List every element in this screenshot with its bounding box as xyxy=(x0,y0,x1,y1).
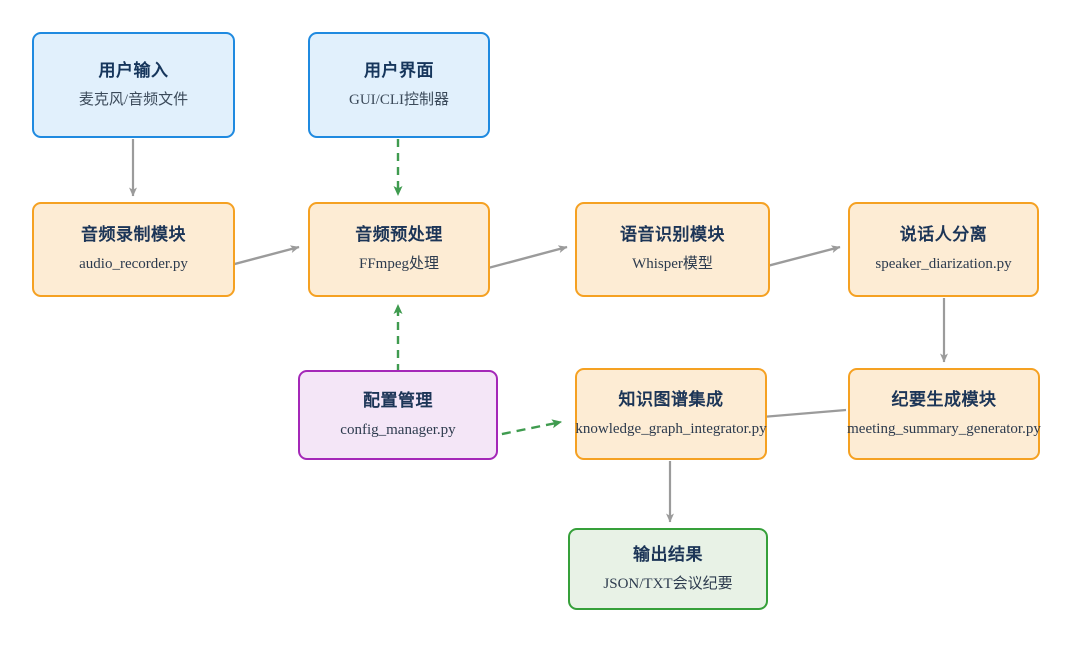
node-speaker-diarization[interactable]: 说话人分离 speaker_diarization.py xyxy=(848,202,1039,297)
node-title: 用户界面 xyxy=(364,60,434,80)
node-subtitle: config_manager.py xyxy=(340,421,456,438)
node-speech-recognition[interactable]: 语音识别模块 Whisper模型 xyxy=(575,202,770,297)
node-subtitle: audio_recorder.py xyxy=(79,256,188,273)
node-knowledge-graph[interactable]: 知识图谱集成 knowledge_graph_integrator.py xyxy=(575,368,767,460)
node-title: 音频录制模块 xyxy=(81,225,186,245)
node-title: 输出结果 xyxy=(633,544,703,564)
node-subtitle: GUI/CLI控制器 xyxy=(349,91,449,108)
node-subtitle: JSON/TXT会议纪要 xyxy=(603,575,733,592)
node-subtitle: knowledge_graph_integrator.py xyxy=(575,420,767,437)
node-user-interface[interactable]: 用户界面 GUI/CLI控制器 xyxy=(308,32,490,138)
node-title: 音频预处理 xyxy=(355,225,443,245)
node-user-input[interactable]: 用户输入 麦克风/音频文件 xyxy=(32,32,235,138)
node-subtitle: Whisper模型 xyxy=(632,256,713,273)
node-title: 纪要生成模块 xyxy=(891,389,997,409)
node-title: 知识图谱集成 xyxy=(618,389,724,409)
node-title: 语音识别模块 xyxy=(620,225,725,245)
node-output-result[interactable]: 输出结果 JSON/TXT会议纪要 xyxy=(568,528,768,610)
node-title: 用户输入 xyxy=(98,60,169,80)
node-title: 说话人分离 xyxy=(899,225,988,245)
node-subtitle: FFmpeg处理 xyxy=(358,256,439,273)
node-summary-generator[interactable]: 纪要生成模块 meeting_summary_generator.py xyxy=(847,368,1041,460)
node-audio-recorder[interactable]: 音频录制模块 audio_recorder.py xyxy=(32,202,235,297)
node-audio-preprocess[interactable]: 音频预处理 FFmpeg处理 xyxy=(308,202,490,297)
node-title: 配置管理 xyxy=(363,390,433,410)
node-subtitle: meeting_summary_generator.py xyxy=(847,420,1041,437)
node-config-manager[interactable]: 配置管理 config_manager.py xyxy=(298,370,498,460)
node-subtitle: 麦克风/音频文件 xyxy=(78,91,189,108)
node-subtitle: speaker_diarization.py xyxy=(875,256,1012,273)
